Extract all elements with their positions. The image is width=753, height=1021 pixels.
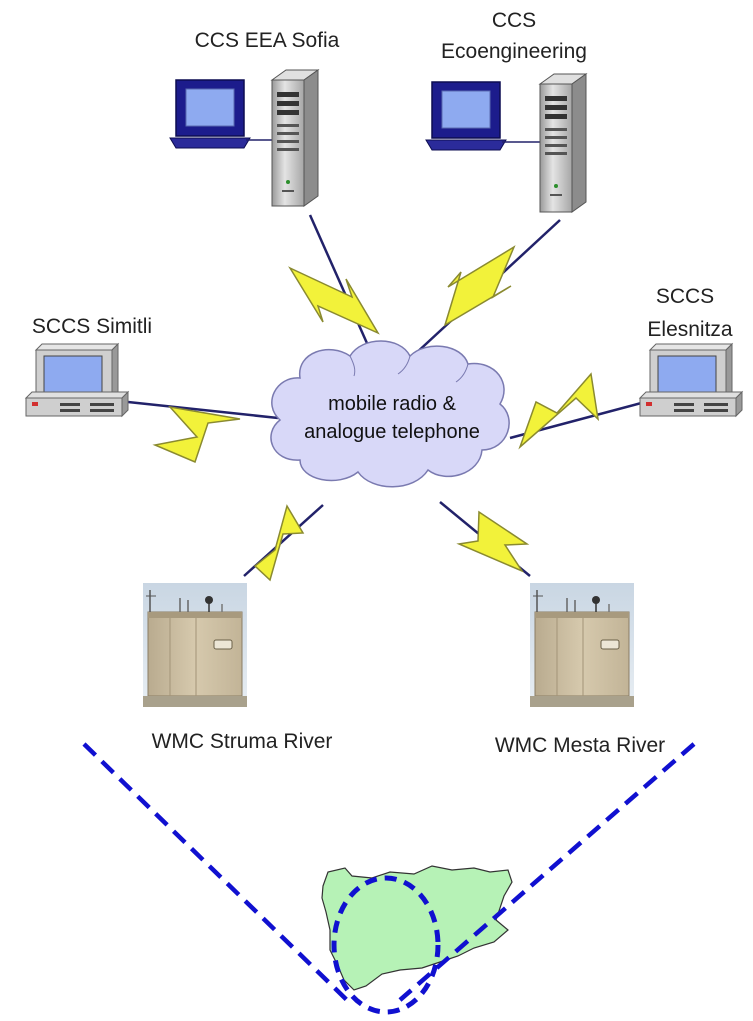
link-sccs-simitli [127, 400, 279, 420]
wmc-struma-photo [143, 583, 247, 707]
desktop-computer-icon [24, 342, 130, 418]
server-tower-icon [538, 73, 588, 213]
ccs-sofia-label: CCS EEA Sofia [195, 29, 340, 52]
desktop-computer-icon [638, 342, 744, 418]
lightning-bolt-icon [253, 504, 305, 582]
sccs-simitli-label: SCCS Simitli [32, 315, 152, 338]
lightning-bolt-icon [456, 510, 530, 573]
sccs-elesnitza-label-line2: Elesnitza [647, 318, 733, 341]
lightning-bolt-icon [152, 405, 241, 464]
server-tower-icon [270, 69, 320, 207]
lightning-bolt-icon [288, 266, 380, 335]
sccs-simitli-computer [24, 342, 130, 418]
lightning-bolt-icon [518, 372, 600, 450]
monitor-icon [169, 79, 251, 149]
wmc-struma-label: WMC Struma River [152, 730, 333, 753]
sccs-elesnitza-label-line1: SCCS [656, 285, 714, 308]
hub-label-line2: analogue telephone [304, 421, 480, 443]
wmc-mesta-label: WMC Mesta River [495, 734, 665, 757]
focus-region-lines [82, 742, 696, 1005]
lightning-bolt-icon [443, 245, 516, 327]
sccs-elesnitza-computer [638, 342, 744, 418]
hub-label-line1: mobile radio & [328, 393, 457, 415]
ccs-sofia-workstation [169, 69, 320, 207]
ccs-eco-label-line2: Ecoengineering [441, 40, 587, 63]
ccs-eco-workstation [425, 73, 588, 213]
ccs-eco-label-line1: CCS [492, 9, 536, 32]
network-cloud-icon [270, 340, 510, 488]
monitor-icon [425, 81, 507, 151]
focus-region-circle [331, 875, 441, 1015]
wmc-mesta-photo [530, 583, 634, 707]
